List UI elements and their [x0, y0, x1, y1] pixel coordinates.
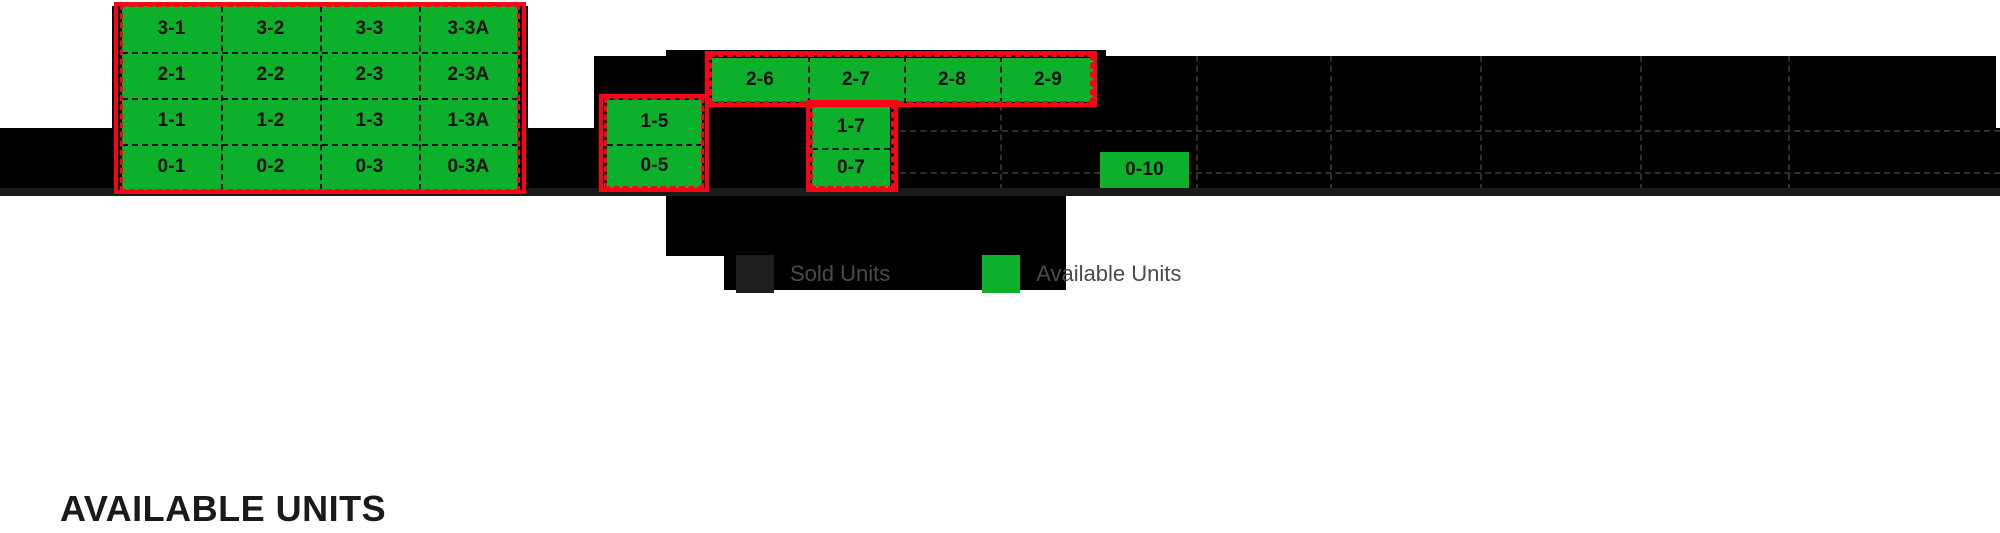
unit-separator: [812, 148, 890, 150]
unit-label: 3-1: [157, 18, 186, 39]
unit-label: 0-3A: [447, 156, 490, 177]
unit-0-3[interactable]: 0-3: [320, 144, 419, 190]
unit-separator: [122, 98, 518, 100]
sold-units-swatch-icon: [736, 255, 774, 293]
unit-0-1[interactable]: 0-1: [122, 144, 221, 190]
unit-label: 2-6: [745, 69, 775, 90]
unit-2-2[interactable]: 2-2: [221, 52, 320, 98]
unit-0-5[interactable]: 0-5: [607, 144, 702, 188]
grid-line-h: [1096, 172, 2000, 174]
available-units-swatch-icon: [982, 255, 1021, 293]
unit-label: 2-7: [841, 69, 871, 90]
unit-3-2[interactable]: 3-2: [221, 6, 320, 52]
unit-1-3[interactable]: 1-3: [320, 98, 419, 144]
unit-separator: [122, 144, 518, 146]
unit-0-2[interactable]: 0-2: [221, 144, 320, 190]
silhouette-podium: [666, 192, 1066, 256]
unit-label: 1-3: [355, 110, 384, 131]
unit-label: 2-1: [157, 64, 186, 85]
unit-3-3A[interactable]: 3-3A: [419, 6, 518, 52]
unit-2-3A[interactable]: 2-3A: [419, 52, 518, 98]
unit-1-5[interactable]: 1-5: [607, 100, 702, 144]
grid-line-v: [1788, 56, 1790, 190]
unit-label: 0-5: [640, 155, 669, 176]
unit-label: 0-1: [157, 156, 186, 177]
unit-2-8[interactable]: 2-8: [904, 58, 1000, 102]
unit-label: 1-1: [157, 110, 186, 131]
unit-3-3[interactable]: 3-3: [320, 6, 419, 52]
unit-1-7[interactable]: 1-7: [812, 106, 890, 148]
unit-separator: [607, 144, 702, 146]
unit-2-6[interactable]: 2-6: [712, 58, 808, 102]
unit-label: 0-2: [256, 156, 285, 177]
unit-label: 3-3: [355, 18, 384, 39]
unit-2-7[interactable]: 2-7: [808, 58, 904, 102]
unit-label: 2-8: [937, 69, 967, 90]
unit-3-1[interactable]: 3-1: [122, 6, 221, 52]
unit-label: 1-3A: [447, 110, 490, 131]
unit-label: 2-3A: [447, 64, 490, 85]
unit-separator: [1000, 56, 1002, 104]
ground-line: [0, 188, 2000, 196]
unit-label: 1-5: [640, 111, 669, 132]
unit-label: 0-10: [1125, 159, 1164, 180]
unit-0-3A[interactable]: 0-3A: [419, 144, 518, 190]
legend-item-sold: Sold Units: [736, 255, 890, 293]
grid-line-h: [1096, 130, 2000, 132]
unit-2-1[interactable]: 2-1: [122, 52, 221, 98]
unit-0-7[interactable]: 0-7: [812, 148, 890, 188]
unit-2-3[interactable]: 2-3: [320, 52, 419, 98]
unit-label: 2-9: [1033, 69, 1063, 90]
silhouette-far-right: [1716, 128, 2000, 190]
unit-label: 2-3: [355, 64, 384, 85]
grid-line-v: [1000, 95, 1002, 190]
unit-0-10[interactable]: 0-10: [1100, 152, 1189, 188]
unit-1-2[interactable]: 1-2: [221, 98, 320, 144]
silhouette-gap-left: [528, 128, 594, 190]
unit-1-3A[interactable]: 1-3A: [419, 98, 518, 144]
unit-separator: [122, 52, 518, 54]
grid-line-v: [1196, 56, 1198, 190]
unit-label: 3-3A: [447, 18, 490, 39]
grid-line-v: [1480, 56, 1482, 190]
unit-label: 2-2: [256, 64, 285, 85]
unit-label: 1-2: [256, 110, 285, 131]
grid-line-v: [1640, 56, 1642, 190]
legend: Sold Units Available Units: [736, 255, 1181, 293]
unit-label: 3-2: [256, 18, 285, 39]
legend-label-available: Available Units: [1036, 261, 1182, 286]
unit-1-1[interactable]: 1-1: [122, 98, 221, 144]
silhouette-right-step: [1196, 56, 1996, 130]
unit-2-9[interactable]: 2-9: [1000, 58, 1096, 102]
unit-separator: [904, 56, 906, 104]
unit-label: 1-7: [836, 116, 866, 137]
legend-label-sold: Sold Units: [790, 261, 891, 286]
unit-label: 0-3: [355, 156, 384, 177]
page-title: AVAILABLE UNITS: [60, 488, 387, 529]
unit-label: 0-7: [836, 157, 866, 178]
legend-item-available: Available Units: [982, 255, 1181, 293]
grid-line-v: [1330, 56, 1332, 190]
unit-separator: [808, 56, 810, 104]
